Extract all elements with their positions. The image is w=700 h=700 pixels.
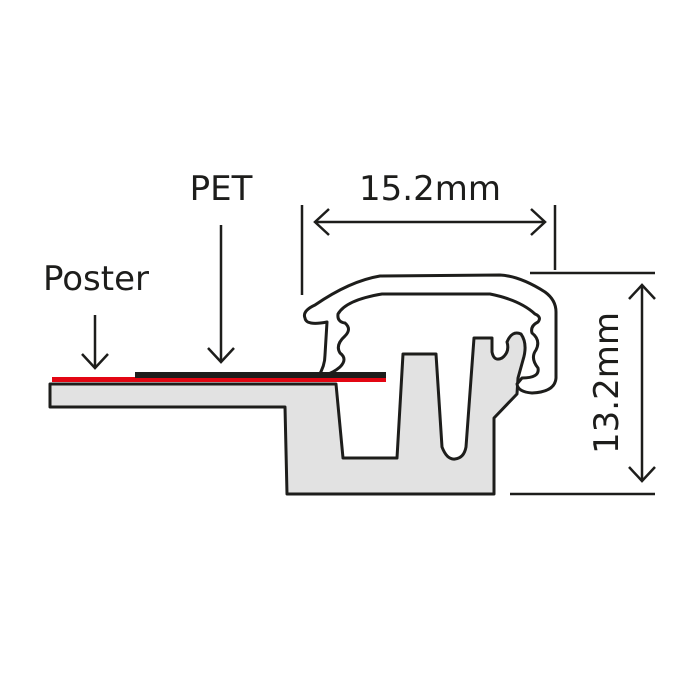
pet-layer <box>135 372 386 378</box>
height-dimension-label: 13.2mm <box>587 312 627 454</box>
pet-label: PET <box>190 169 253 209</box>
width-arrow-left-icon <box>313 208 330 236</box>
poster-arrow-head-icon <box>81 353 109 370</box>
pet-arrow-head-icon <box>207 347 235 364</box>
snap-cover <box>303 273 558 395</box>
poster-layer <box>52 377 386 382</box>
width-arrow-right-icon <box>530 208 547 236</box>
base-profile <box>48 331 527 496</box>
width-dimension-label: 15.2mm <box>359 169 501 209</box>
poster-label: Poster <box>43 259 149 299</box>
height-arrow-top-icon <box>628 283 656 300</box>
height-arrow-bottom-icon <box>628 466 656 483</box>
